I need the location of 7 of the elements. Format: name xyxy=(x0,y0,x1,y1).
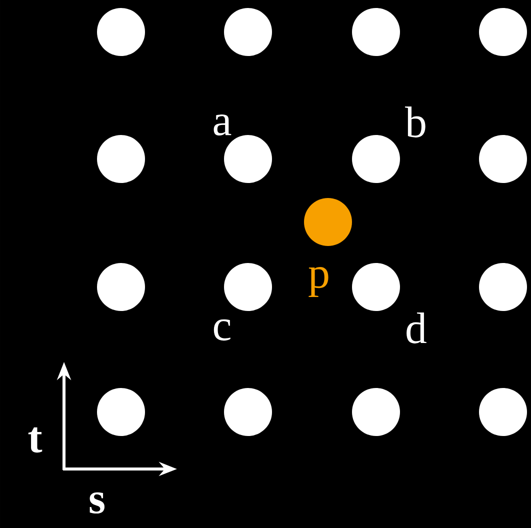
point-label: c xyxy=(214,319,230,341)
axis-label: s xyxy=(90,492,104,514)
point-label: p xyxy=(308,266,328,298)
point-label: b xyxy=(405,106,426,138)
axis-label: t xyxy=(28,427,42,453)
point-label: d xyxy=(406,312,426,344)
point-label: a xyxy=(214,114,232,136)
